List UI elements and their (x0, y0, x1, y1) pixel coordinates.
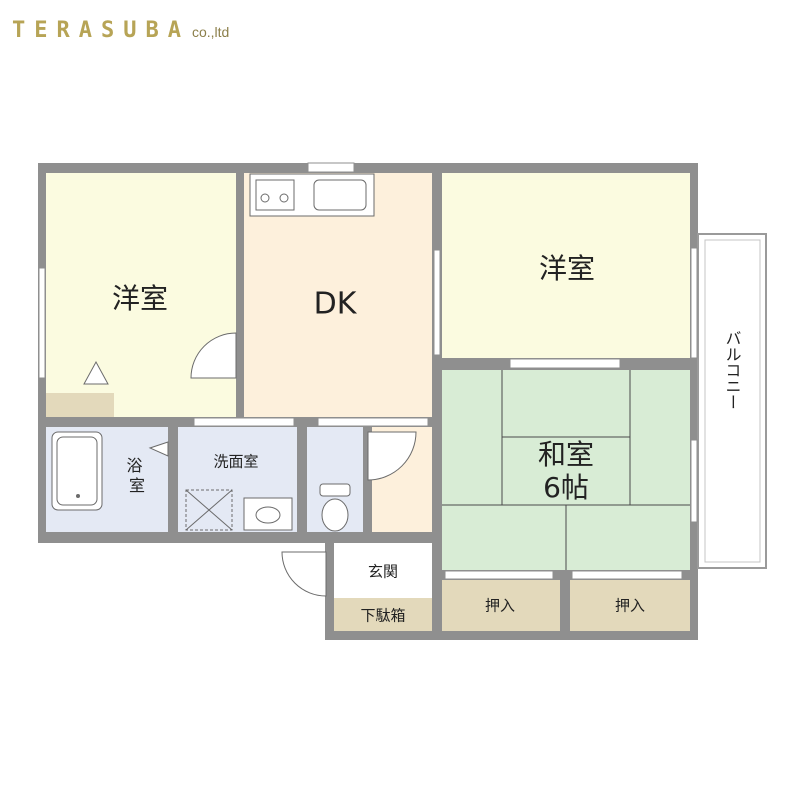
closet-1-label: 押入 (485, 597, 515, 615)
bath-label-char-1: 浴 (126, 456, 142, 475)
windows (38, 162, 698, 580)
balcony-label: バルコニー (723, 330, 742, 410)
japanese-room-size: 6帖 (543, 471, 589, 504)
japanese-room-label: 和室 (538, 438, 594, 471)
kitchen-counter (249, 173, 375, 217)
western-room-left-alcove (46, 393, 114, 417)
company-suffix: co.,ltd (191, 24, 230, 40)
closet-1 (442, 580, 560, 631)
company-name: TERASUBA (12, 18, 190, 43)
toilet (319, 483, 351, 532)
bathtub (51, 431, 103, 511)
bath-label-char-2: 室 (129, 476, 145, 495)
western-room-right-label: 洋室 (539, 252, 595, 285)
balcony-area (697, 233, 767, 569)
closet-2-label: 押入 (615, 597, 645, 615)
wash-basin (243, 497, 293, 531)
washroom-label: 洗面室 (213, 453, 258, 471)
shoe-box (334, 598, 432, 631)
dk-label: DK (314, 287, 358, 322)
shoe-box-label: 下駄箱 (360, 607, 405, 625)
entrance-label: 玄関 (368, 563, 398, 581)
western-room-right (442, 173, 690, 358)
door-swings (83, 332, 417, 597)
closet-2 (570, 580, 690, 631)
bath-label: 浴 室 (126, 456, 147, 495)
company-logo: TERASUBA co.,ltd (12, 18, 229, 48)
tatami-lines (442, 370, 690, 570)
entrance-area (334, 543, 432, 598)
washing-machine-space (185, 489, 233, 531)
western-room-left-label: 洋室 (112, 282, 168, 315)
